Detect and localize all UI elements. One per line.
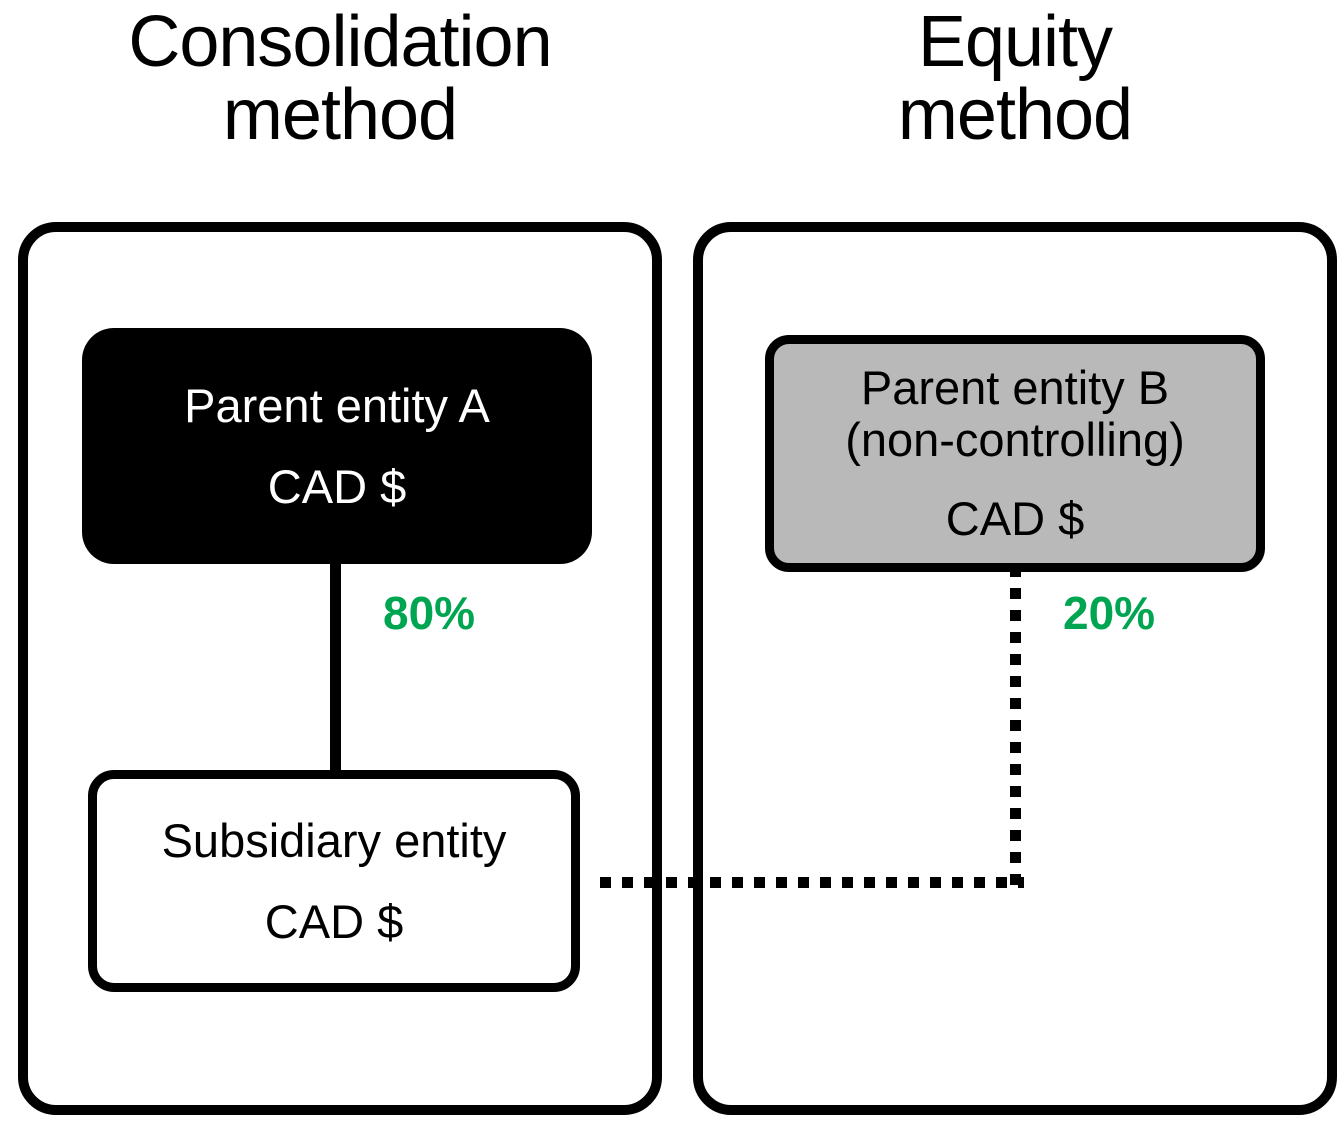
node-parent-entity-b-qualifier: (non-controlling)	[845, 413, 1185, 467]
connector-subsidiary-to-parent-b-vertical	[1010, 566, 1021, 888]
consolidation-method-title: Consolidation method	[128, 2, 552, 156]
node-parent-entity-a: Parent entity A CAD $	[82, 328, 592, 564]
node-parent-entity-a-currency: CAD $	[267, 460, 407, 513]
equity-method-title: Equity method	[897, 2, 1133, 156]
node-parent-entity-b-label: Parent entity B	[860, 360, 1170, 414]
node-parent-entity-b: Parent entity B (non-controlling) CAD $	[765, 335, 1265, 572]
ownership-percentage-equity: 20%	[1063, 587, 1156, 639]
node-parent-entity-a-label: Parent entity A	[184, 378, 490, 432]
node-subsidiary-entity: Subsidiary entity CAD $	[88, 770, 580, 992]
connector-parent-a-to-subsidiary	[330, 558, 341, 774]
ownership-percentage-consolidation: 80%	[383, 587, 476, 639]
node-subsidiary-entity-currency: CAD $	[264, 895, 404, 948]
node-subsidiary-entity-label: Subsidiary entity	[161, 813, 507, 867]
node-parent-entity-b-currency: CAD $	[945, 491, 1085, 545]
connector-subsidiary-to-parent-b-horizontal	[600, 877, 1024, 888]
